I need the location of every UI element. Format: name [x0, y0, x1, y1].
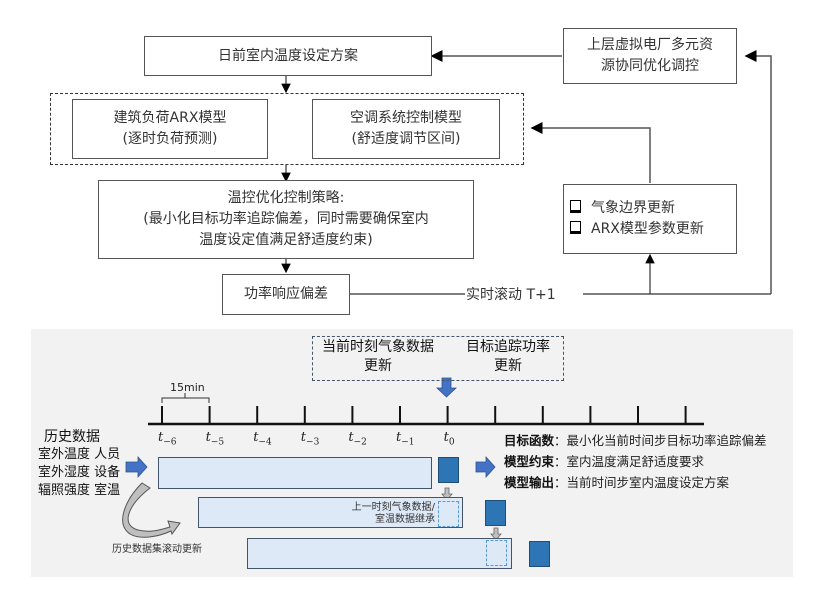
history-rows: 室外温度 人员 室外湿度 设备 辐照强度 室温 — [38, 446, 120, 500]
strategy-line1: (最小化目标功率追踪偏差，同时需要确保室内 — [143, 211, 429, 227]
power-deviation-label: 功率响应偏差 — [244, 286, 328, 302]
upper-vpp-line1: 上层虚拟电厂多元资 — [587, 37, 713, 53]
flow-connectors — [281, 50, 772, 295]
ac-model-box: 空调系统控制模型 (舒适度调节区间) — [312, 99, 500, 159]
model-info-value: ：当前时间步室内温度设定方案 — [554, 475, 730, 490]
history-window-bar-3 — [247, 538, 512, 569]
update-item-label: 气象边界更新 — [591, 200, 675, 216]
history-item: 辐照强度 — [38, 483, 91, 498]
arrow-loop-to-vpp — [744, 50, 772, 294]
inherit-label-line2: 室温数据继承 — [375, 514, 435, 525]
day-ahead-plan-box: 日前室内温度设定方案 — [144, 36, 432, 76]
current-step-block-2 — [485, 500, 506, 526]
tick-label: t−6 — [158, 430, 177, 448]
power-update-line2: 更新 — [494, 358, 522, 374]
history-item: 室外温度 — [38, 447, 91, 462]
tick-label: t−5 — [205, 430, 225, 448]
inherit-label: 上一时刻气象数据/ 室温数据继承 — [300, 502, 435, 526]
power-deviation-box: 功率响应偏差 — [222, 274, 350, 315]
upper-vpp-line2: 源协同优化调控 — [601, 58, 699, 74]
model-info-row: 目标函数：最小化当前时间步目标功率追踪偏差 — [504, 430, 767, 451]
weather-update-line2: 更新 — [364, 358, 392, 374]
rolling-update-label: 历史数据集滚动更新 — [112, 544, 202, 555]
inherit-label-line1: 上一时刻气象数据/ — [351, 502, 435, 513]
model-info-key: 目标函数 — [504, 433, 555, 448]
history-row: 辐照强度 室温 — [38, 482, 120, 500]
power-update-line1: 目标追踪功率 — [466, 339, 550, 355]
history-item: 室外湿度 — [38, 465, 91, 480]
interval-brace — [161, 393, 210, 403]
tick-label: t−2 — [348, 430, 367, 448]
upper-vpp-box: 上层虚拟电厂多元资 源协同优化调控 — [563, 28, 737, 84]
day-ahead-plan-label: 日前室内温度设定方案 — [218, 47, 358, 64]
power-update-text: 目标追踪功率 更新 — [456, 338, 560, 376]
strategy-box: 温控优化控制策略: (最小化目标功率追踪偏差，同时需要确保室内 温度设定值满足舒… — [98, 180, 474, 259]
model-info-value: ：最小化当前时间步目标功率追踪偏差 — [554, 433, 767, 448]
history-arrow — [125, 455, 148, 479]
models-group — [50, 93, 524, 165]
model-arrow — [475, 455, 496, 479]
model-info-value: ：室内温度满足舒适度要求 — [554, 454, 705, 469]
arrow-update-to-ac-model — [530, 122, 651, 183]
inherited-slot-2 — [486, 540, 507, 566]
strategy-title: 温控优化控制策略: — [227, 190, 345, 206]
update-info-box — [312, 336, 564, 381]
update-item-label: ARX模型参数更新 — [591, 221, 704, 237]
history-window-bar-2 — [198, 497, 463, 528]
ac-model-title: 空调系统控制模型 — [350, 110, 462, 126]
checkbox-icon — [570, 221, 581, 234]
history-item: 人员 — [94, 447, 121, 462]
history-row: 室外温度 人员 — [38, 446, 120, 464]
model-info-row: 模型输出：当前时间步室内温度设定方案 — [504, 472, 767, 493]
model-info-key: 模型约束 — [504, 454, 555, 469]
inherited-slot-1 — [438, 501, 459, 527]
update-item: ARX模型参数更新 — [570, 219, 704, 240]
model-info-key: 模型输出 — [504, 475, 555, 490]
ac-model-subtitle: (舒适度调节区间) — [351, 131, 461, 147]
checkbox-icon — [570, 200, 581, 213]
history-row: 室外湿度 设备 — [38, 464, 120, 482]
history-window-bar-1 — [158, 457, 432, 489]
arx-model-title: 建筑负荷ARX模型 — [113, 110, 227, 126]
history-title: 历史数据 — [44, 429, 100, 445]
update-box: 气象边界更新 ARX模型参数更新 — [563, 184, 737, 254]
current-step-block-3 — [529, 541, 550, 567]
interval-label: 15min — [170, 381, 205, 394]
rolling-label: 实时滚动 T+1 — [466, 287, 556, 303]
model-info-row: 模型约束：室内温度满足舒适度要求 — [504, 451, 767, 472]
weather-update-line1: 当前时刻气象数据 — [322, 339, 434, 355]
arx-model-subtitle: (逐时负荷预测) — [122, 131, 218, 147]
update-item: 气象边界更新 — [570, 198, 675, 219]
history-item: 室温 — [94, 483, 121, 498]
tick-label: t−3 — [300, 430, 320, 448]
tick-label: t−4 — [253, 430, 272, 448]
weather-update-text: 当前时刻气象数据 更新 — [314, 338, 442, 376]
arx-model-box: 建筑负荷ARX模型 (逐时负荷预测) — [72, 99, 268, 159]
strategy-line2: 温度设定值满足舒适度约束) — [199, 232, 373, 248]
current-step-block-1 — [438, 457, 459, 483]
tick-label: t−1 — [396, 430, 415, 448]
inherit-arrow-2 — [490, 527, 502, 541]
history-item: 设备 — [94, 465, 121, 480]
tick-label: t0 — [443, 430, 455, 448]
update-down-arrow — [435, 377, 458, 398]
model-info: 目标函数：最小化当前时间步目标功率追踪偏差 模型约束：室内温度满足舒适度要求 模… — [504, 430, 767, 493]
rolling-curved-arrow — [122, 482, 181, 538]
